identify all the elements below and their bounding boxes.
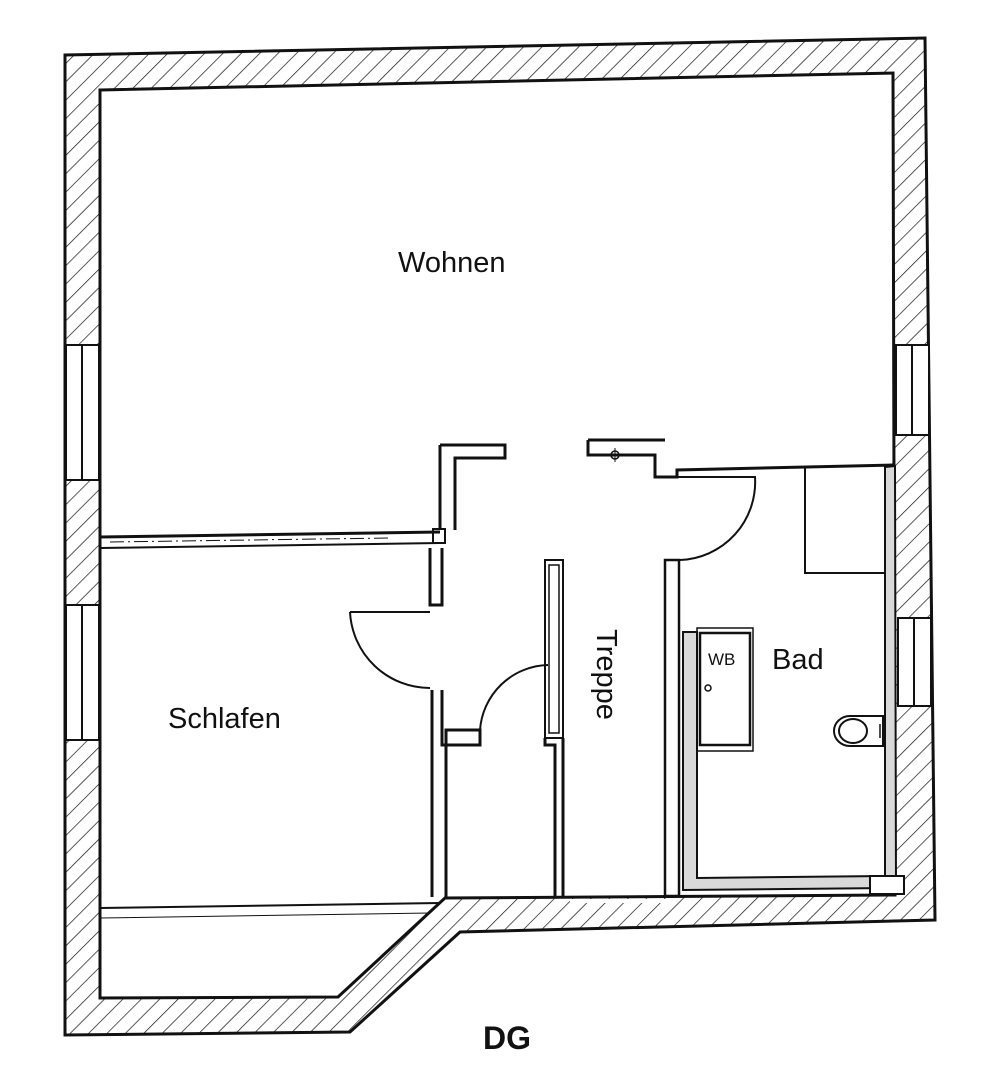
window-left-upper bbox=[65, 344, 100, 481]
wb-fixture bbox=[696, 627, 754, 752]
sloped-roof-line bbox=[99, 902, 441, 909]
bathroom-tile-lining bbox=[682, 464, 898, 892]
room-label-treppe: Treppe bbox=[589, 629, 622, 720]
floor-title: DG bbox=[483, 1020, 531, 1056]
chimney bbox=[869, 875, 905, 895]
stair-wall-gap bbox=[570, 899, 670, 903]
room-label-schlafen: Schlafen bbox=[168, 703, 281, 735]
exterior-wall bbox=[63, 36, 937, 1037]
room-label-wohnen: Wohnen bbox=[398, 247, 506, 279]
window-right-upper bbox=[895, 344, 930, 436]
room-label-bad: Bad bbox=[772, 644, 824, 676]
toilet-icon bbox=[833, 715, 884, 747]
fixture-label-wb: WB bbox=[708, 650, 736, 669]
window-left-lower bbox=[65, 604, 100, 741]
window-right-lower bbox=[897, 617, 932, 707]
interior-walls bbox=[99, 438, 894, 898]
